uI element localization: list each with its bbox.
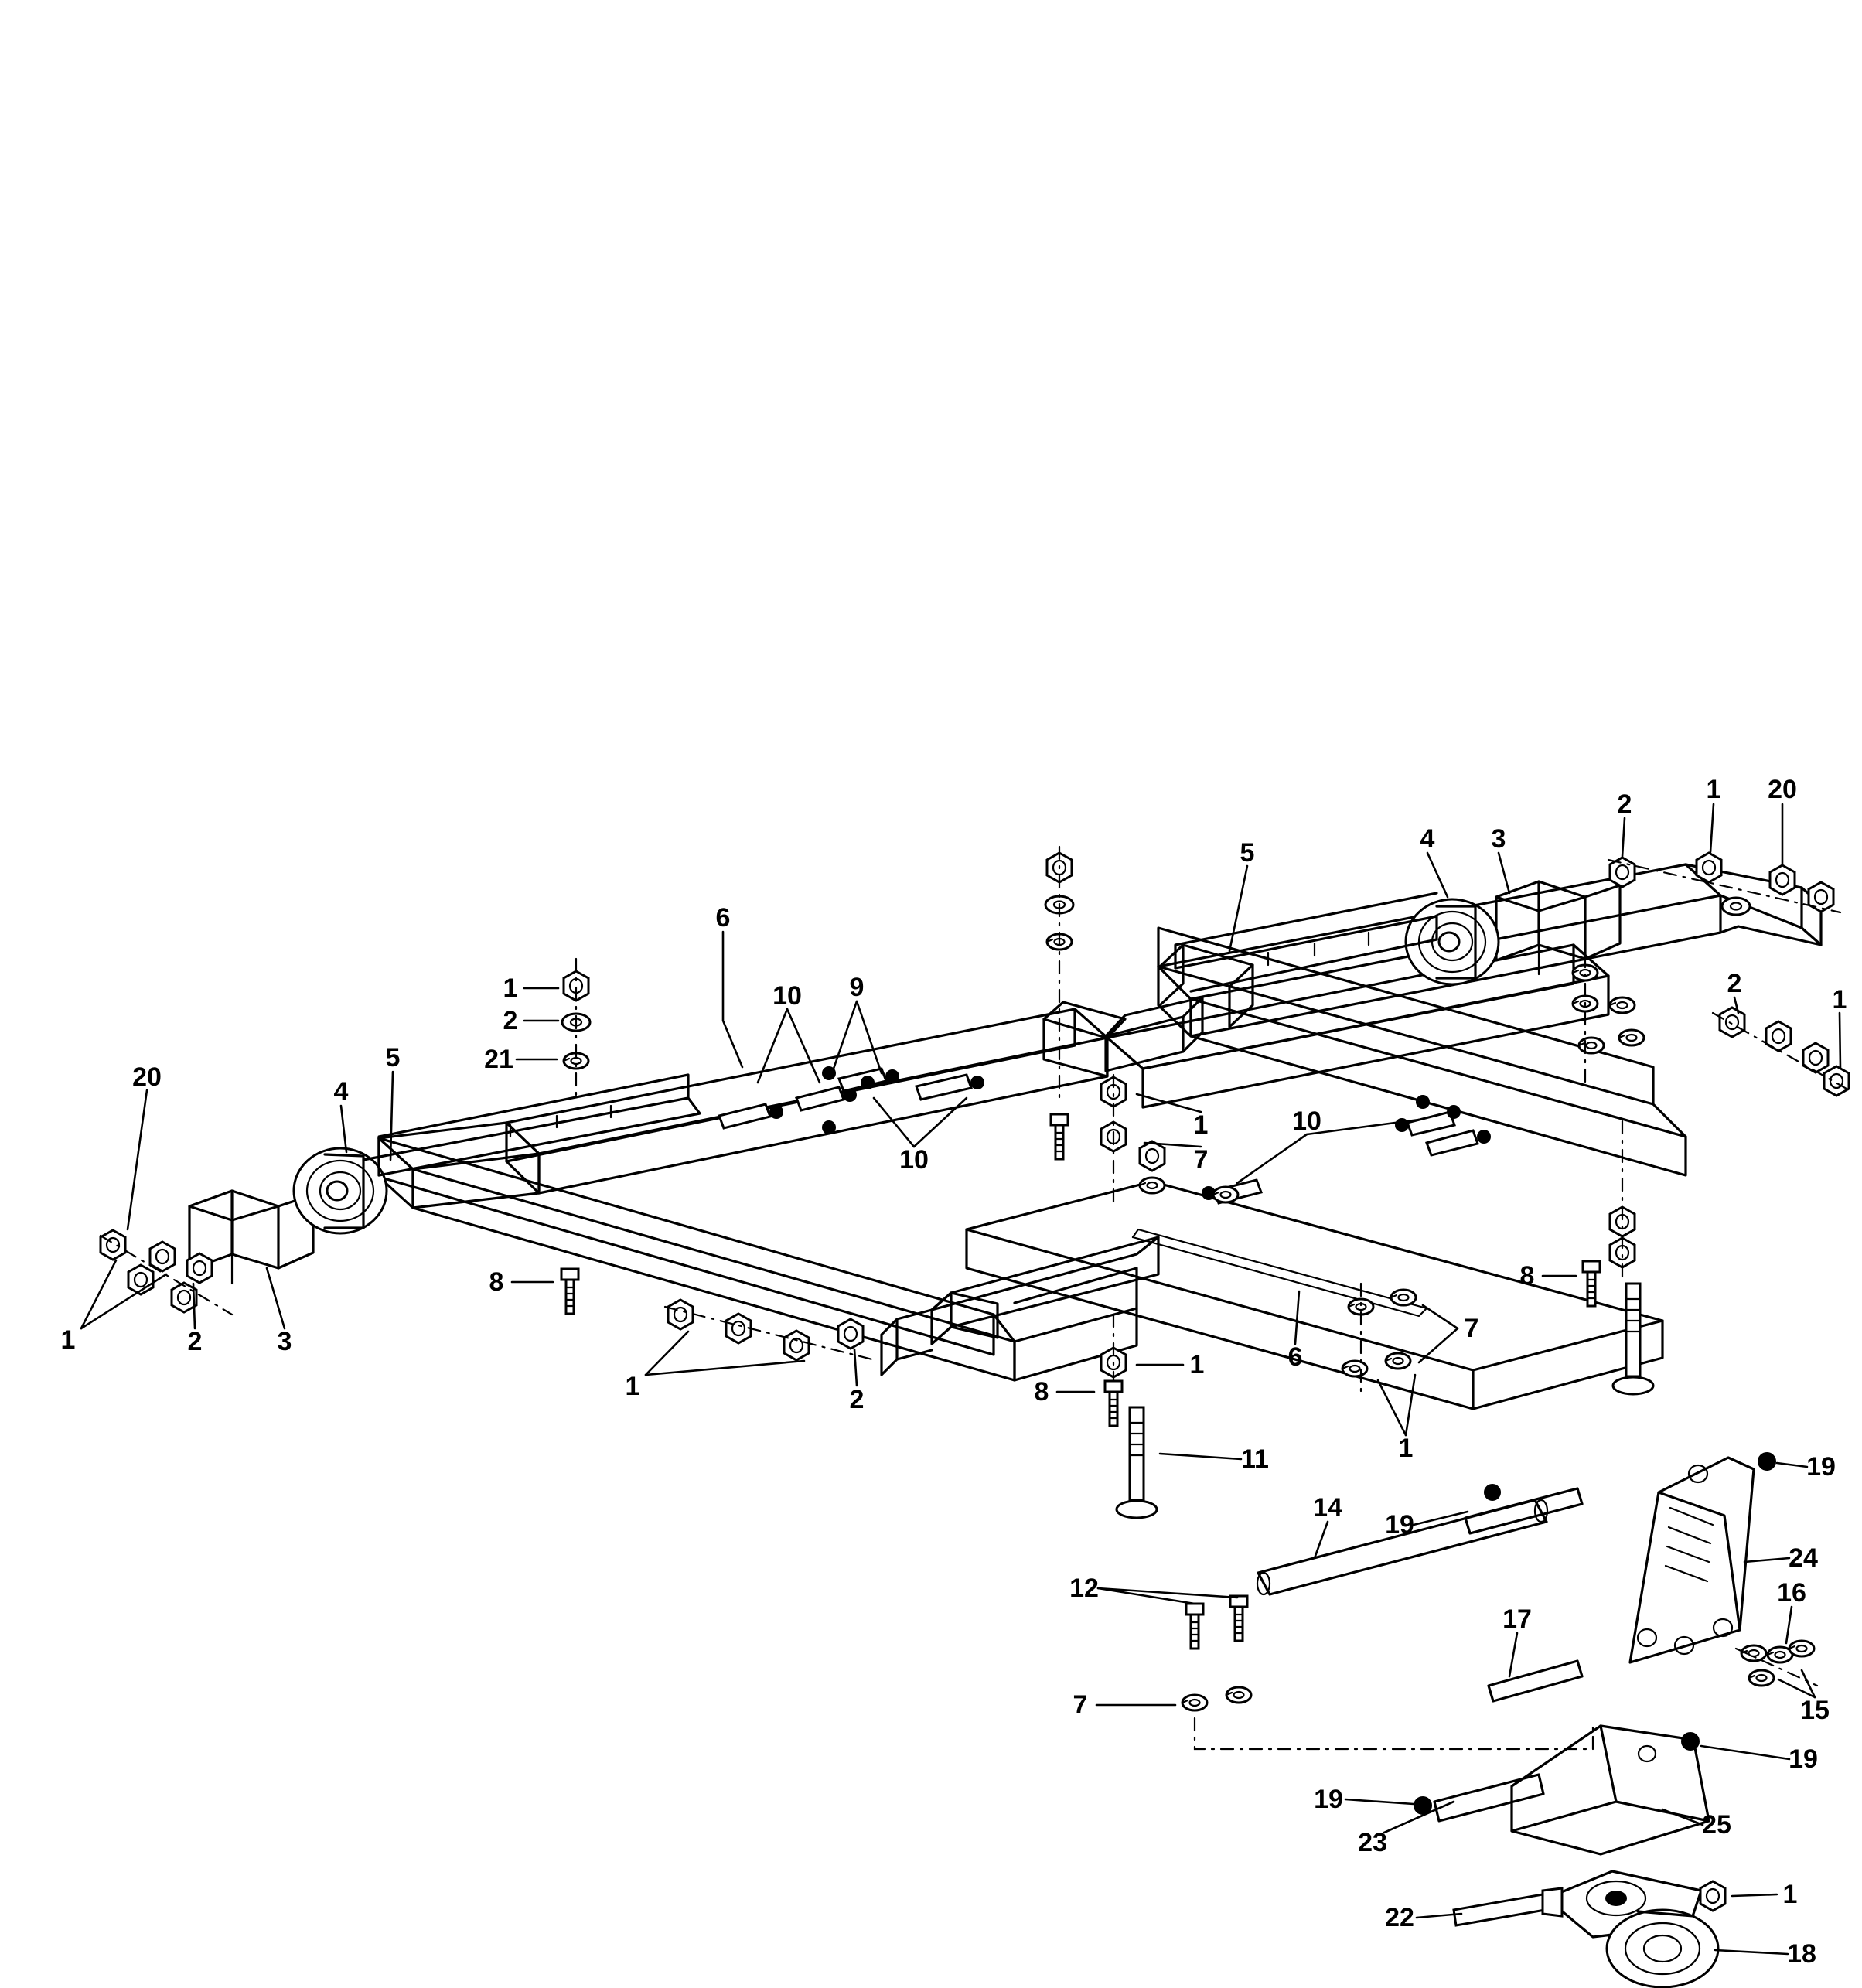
pin-17 (1487, 1659, 1584, 1703)
fastener-stack-mid-left (1100, 1073, 1166, 1427)
callout-number: 1 (1398, 1434, 1414, 1463)
callout-number: 2 (1617, 789, 1632, 819)
frame-center-rail-b (1013, 1267, 1138, 1382)
callout-number: 8 (1034, 1377, 1049, 1407)
frame-center-rail-a (930, 1236, 1160, 1328)
callout-number: 2 (187, 1327, 203, 1356)
callout-number: 5 (1240, 838, 1255, 868)
callout-number: 17 (1502, 1604, 1532, 1634)
frame-rail-left-side (377, 1121, 541, 1209)
callout-number: 8 (489, 1267, 504, 1297)
callout-number: 10 (772, 981, 802, 1011)
shaft-14 (1256, 1499, 1549, 1596)
callout-number: 7 (1073, 1690, 1088, 1720)
washers-7-lower (1181, 1686, 1594, 1751)
caster-wheel-18 (1545, 1870, 1720, 1988)
deck-rear-bracket-2 (1042, 1001, 1127, 1078)
callout-number: 24 (1789, 1543, 1818, 1573)
callout-number: 22 (1385, 1903, 1414, 1932)
callout-number: 2 (1727, 969, 1742, 998)
callout-number: 1 (503, 974, 518, 1003)
bolt-8-left (560, 1267, 580, 1315)
callout-number: 19 (1806, 1452, 1836, 1482)
callout-number: 21 (484, 1045, 513, 1074)
fastener-stack-rear-right (1571, 953, 1645, 1084)
callout-number: 20 (132, 1062, 162, 1092)
fastener-20-right (1608, 1120, 1636, 1285)
callout-number: 19 (1789, 1744, 1818, 1774)
fastener-group-right-side (1711, 1006, 1853, 1097)
dowel-pins-right (1202, 1095, 1491, 1205)
callout-number: 9 (849, 973, 864, 1002)
callout-number: 19 (1314, 1785, 1343, 1814)
deck-rear-bracket (1158, 943, 1254, 1028)
callout-number: 23 (1358, 1828, 1387, 1857)
caster-arm-right (1174, 880, 1622, 993)
callout-number: 1 (1193, 1110, 1209, 1140)
frame-rail-right-front (1106, 943, 1610, 1109)
callout-number: 16 (1777, 1578, 1806, 1608)
callout-number: 1 (625, 1372, 640, 1401)
fastener-group-top-right (1607, 851, 1842, 916)
callout-number: 10 (1292, 1107, 1321, 1136)
bolt-22 (1452, 1887, 1564, 1927)
callout-number: 3 (277, 1327, 292, 1356)
callout-number: 19 (1385, 1510, 1414, 1540)
long-bolt-center (1115, 1406, 1158, 1519)
long-bolt-right (1611, 1282, 1655, 1396)
fastener-group-lower-center (663, 1298, 874, 1362)
callout-number: 6 (715, 903, 731, 933)
callout-number: 2 (849, 1385, 864, 1414)
callout-number: 6 (1287, 1342, 1303, 1372)
callout-number: 10 (899, 1145, 929, 1175)
fastener-group-left-lower (99, 1229, 234, 1316)
washer-group-7-mid (1138, 1176, 1240, 1204)
leader-lines (80, 803, 1842, 1956)
callout-number: 7 (1464, 1314, 1479, 1343)
callout-number: 11 (1241, 1444, 1269, 1474)
callout-number: 8 (1519, 1261, 1535, 1291)
caster-arm-left (188, 1073, 701, 1285)
callout-number: 25 (1702, 1810, 1731, 1840)
callout-number: 20 (1768, 775, 1797, 804)
frame-rail-rear-right-long (1157, 926, 1687, 1177)
callout-number: 12 (1069, 1574, 1099, 1603)
callout-number: 4 (1420, 824, 1435, 854)
fastener-stack-upper-left (561, 957, 592, 1100)
pin-19-upper (1464, 1484, 1584, 1535)
callout-number: 1 (60, 1325, 76, 1355)
callout-number: 3 (1491, 824, 1506, 854)
washer-group-7-right (1341, 1282, 1417, 1393)
callout-number: 1 (1832, 985, 1847, 1014)
pin-23 (1414, 1773, 1545, 1823)
deck-center-panel (965, 1180, 1664, 1410)
callout-number: 18 (1787, 1939, 1816, 1969)
callout-number: 1 (1189, 1350, 1205, 1379)
nut-1-caster (1699, 1880, 1727, 1912)
callout-number: 1 (1782, 1880, 1798, 1909)
callout-number: 7 (1193, 1145, 1209, 1175)
callout-number: 4 (333, 1077, 349, 1107)
callout-number: 15 (1800, 1696, 1830, 1725)
callout-number: 1 (1706, 775, 1721, 804)
bracket-24 (1628, 1452, 1776, 1664)
callout-number: 14 (1313, 1493, 1342, 1523)
callout-number: 2 (503, 1006, 518, 1035)
fastener-stack-top-center (1044, 845, 1075, 1161)
dowel-pins-left (718, 1066, 984, 1134)
callout-number: 5 (385, 1043, 401, 1072)
deck-front-bracket (880, 1308, 933, 1376)
